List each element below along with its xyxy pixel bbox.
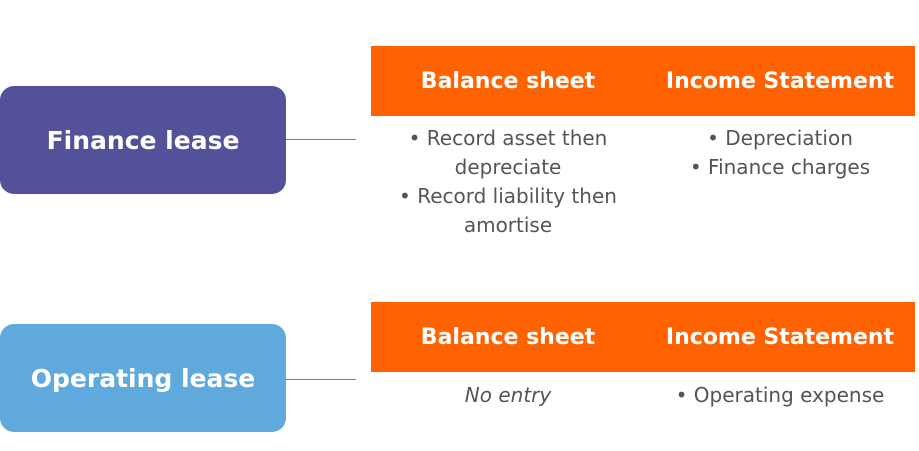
finance-header-band: Balance sheet Income Statement	[371, 46, 915, 116]
finance-income-entry: • Finance charges	[689, 155, 871, 179]
finance-lease-box: Finance lease	[0, 86, 286, 194]
finance-income-statement-entries: • Depreciation • Finance charges	[645, 124, 915, 240]
operating-entries-row: No entry • Operating expense	[371, 381, 915, 410]
finance-lease-label: Finance lease	[46, 125, 240, 155]
operating-connector-line	[286, 379, 356, 380]
finance-entries-row: • Record asset then depreciate • Record …	[371, 124, 915, 240]
finance-balance-sheet-entries: • Record asset then depreciate • Record …	[371, 124, 645, 240]
operating-lease-label: Operating lease	[30, 363, 256, 393]
operating-header-band: Balance sheet Income Statement	[371, 302, 915, 372]
operating-lease-box: Operating lease	[0, 324, 286, 432]
operating-balance-entry: No entry	[464, 383, 552, 407]
finance-income-statement-header: Income Statement	[665, 68, 895, 94]
operating-income-entry: • Operating expense	[675, 383, 885, 407]
finance-income-entry: • Depreciation	[707, 126, 853, 150]
operating-income-statement-header: Income Statement	[665, 324, 895, 350]
finance-connector-line	[286, 139, 356, 140]
finance-balance-entry: • Record asset then depreciate	[408, 126, 608, 179]
operating-balance-sheet-entries: No entry	[371, 381, 645, 410]
finance-balance-entry: • Record liability then amortise	[399, 184, 617, 237]
operating-balance-sheet-header: Balance sheet	[420, 324, 596, 350]
operating-income-statement-entries: • Operating expense	[645, 381, 915, 410]
finance-balance-sheet-header: Balance sheet	[420, 68, 596, 94]
